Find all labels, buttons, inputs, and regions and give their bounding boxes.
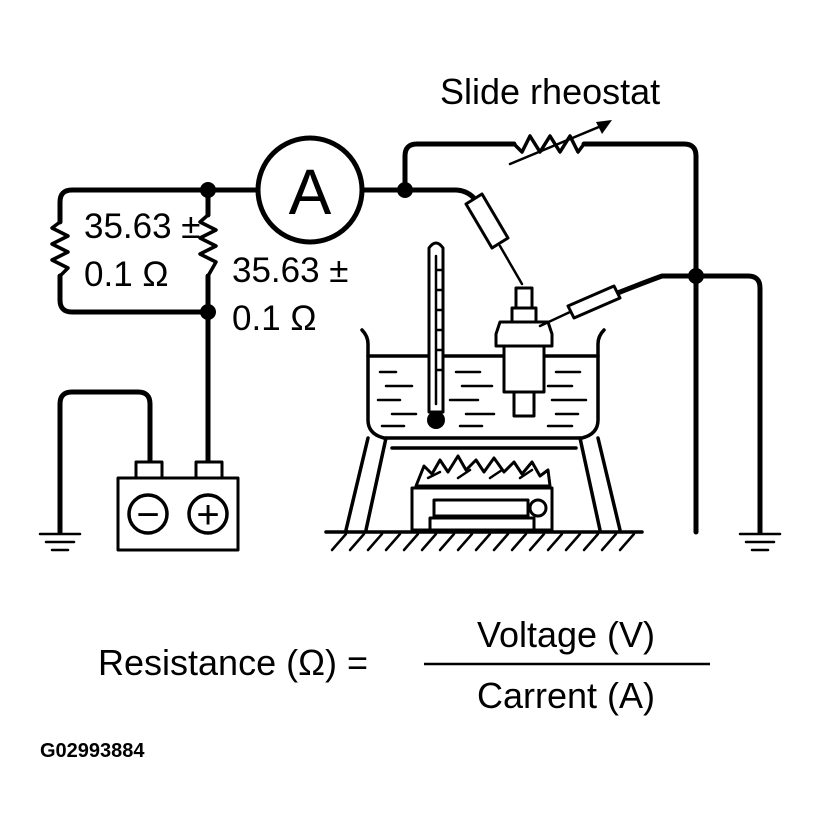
thermometer-icon: [427, 241, 445, 429]
formula-denominator: Carrent (A): [477, 675, 655, 716]
ammeter-icon: A: [255, 135, 365, 245]
formula-numerator: Voltage (V): [477, 614, 655, 655]
battery-positive-symbol: +: [196, 493, 219, 537]
battery-negative-symbol: −: [136, 493, 159, 537]
stand-icon: [344, 436, 622, 532]
rheostat-label: Slide rheostat: [440, 71, 660, 112]
rheostat-icon: [508, 120, 612, 166]
ground-right-icon: [738, 532, 782, 552]
resistor-left-icon: [50, 220, 70, 278]
ammeter-label: A: [289, 156, 332, 228]
formula-lhs: Resistance (Ω) =: [98, 642, 368, 683]
junction-dots: [200, 182, 704, 320]
floor-icon: [324, 530, 644, 552]
beaker-icon: [360, 328, 606, 440]
resistor-left-unit: 0.1 Ω: [84, 255, 169, 294]
probe-left-icon: [464, 192, 524, 286]
resistor-left-value: 35.63 ±: [84, 207, 201, 246]
probe-right-icon: [538, 284, 622, 328]
resistor-right-value: 35.63 ±: [232, 251, 349, 290]
resistor-right-icon: [198, 213, 218, 278]
temperature-sensor-icon: [494, 286, 554, 418]
resistance-formula: Resistance (Ω) = Voltage (V) Carrent (A): [98, 614, 710, 716]
resistor-right-unit: 0.1 Ω: [232, 299, 317, 338]
circuit-wires: [57, 141, 763, 535]
burner-icon: [410, 454, 554, 532]
battery-icon: − +: [116, 460, 240, 552]
figure-id: G02993884: [40, 740, 145, 762]
ground-left-icon: [38, 532, 82, 552]
